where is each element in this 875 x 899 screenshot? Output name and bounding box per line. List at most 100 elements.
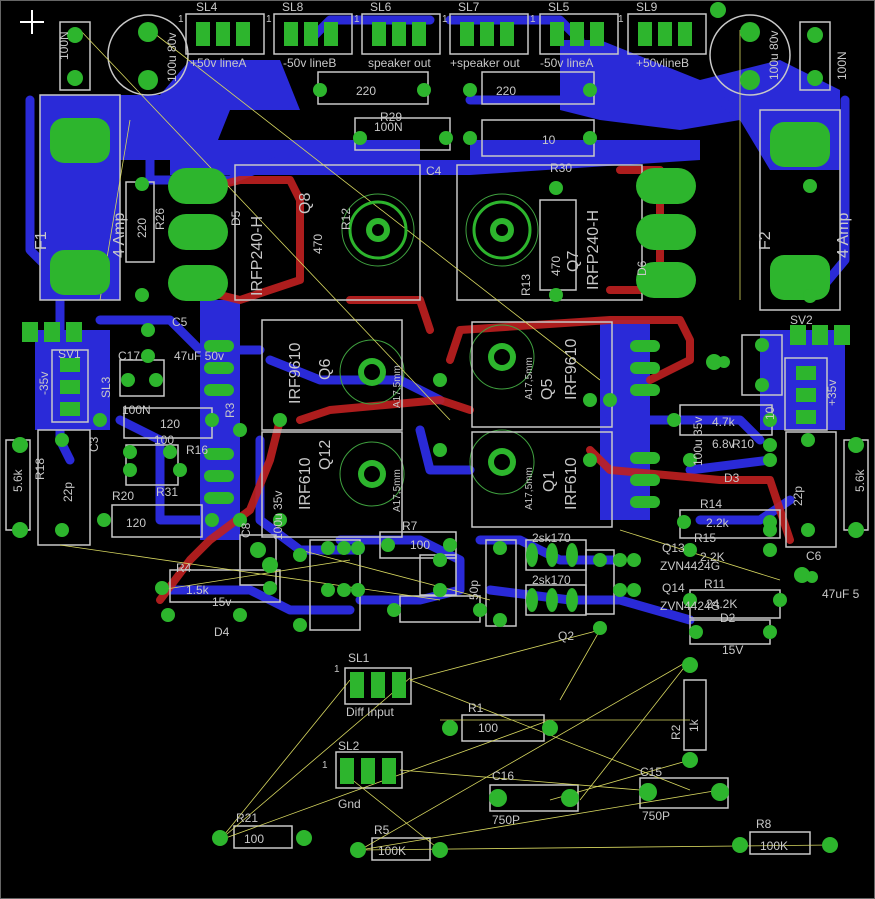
sv1-ref: SV1 (58, 347, 81, 361)
c15-ref: C15 (640, 765, 662, 779)
r5-ref: R5 (374, 823, 390, 837)
r12-ref: R12 (339, 208, 353, 230)
q1-ref: Q1 (541, 471, 558, 492)
r20-ref: R20 (112, 489, 134, 503)
r2-value: 1k (687, 718, 701, 732)
q2-part-a: 2sk170 (532, 531, 571, 545)
f2-ref: F2 (757, 231, 774, 250)
bottom-copper-layer (25, 15, 850, 625)
c6-ref: C6 (806, 549, 822, 563)
q8-part: IRFP240-H (249, 216, 266, 296)
r20-value: 120 (126, 516, 146, 530)
sl1-ref: SL1 (348, 651, 370, 665)
pin-one-markers: 1 1 1 1 1 1 1 1 (178, 14, 624, 771)
c14-value: 100u 35v (691, 417, 705, 466)
component-labels: 100N 100N 100u 80v 100u 80v 220 220 100N… (11, 31, 867, 858)
r11-ref: R11 (704, 577, 725, 591)
r18-value: 5.6k (11, 468, 25, 492)
q2-part-b: 2sk170 (532, 573, 571, 587)
q6-part: IRF9610 (287, 343, 304, 404)
c3-ref: C3 (87, 436, 101, 452)
f2-value: 4 Amp (835, 213, 852, 258)
connector-sl7[interactable]: SL7 +speaker out (450, 0, 520, 70)
r4-value: 1.5k (186, 583, 210, 597)
c5-ref: C5 (172, 315, 188, 329)
sl8-ref: SL8 (282, 0, 304, 14)
sl6-label: speaker out (368, 56, 431, 70)
r2-ref: R2 (669, 724, 683, 740)
r21-ref: R21 (236, 811, 258, 825)
c15-value: 750P (642, 809, 670, 823)
c17-value: 47uF 50v (174, 349, 224, 363)
silkscreen-outlines (5, 13, 869, 861)
c-50p: 50p (467, 580, 481, 600)
r8-ref: R8 (756, 817, 772, 831)
q5-ref: Q5 (539, 379, 556, 400)
svg-text:1: 1 (178, 14, 184, 25)
r220-right-value: 220 (496, 84, 516, 98)
d5-ref: D5 (229, 210, 243, 226)
r1-value: 100 (478, 721, 498, 735)
r26-ref: R26 (153, 208, 167, 230)
r14-value: 2.2k (706, 516, 730, 530)
q12-ref: Q12 (317, 440, 334, 470)
sv2-ref: SV2 (790, 313, 813, 327)
r13-ref: R13 (519, 274, 533, 296)
r220-left-value: 220 (356, 84, 376, 98)
sl2-label: Gnd (338, 797, 361, 811)
q7-ref: Q7 (565, 251, 582, 272)
d2-value: 15V (722, 643, 743, 657)
q1-part: IRF610 (563, 457, 580, 510)
c-left-100n-value: 100N (57, 31, 71, 60)
sl4-ref: SL4 (196, 0, 218, 14)
q14-part: ZVN4424G (660, 599, 720, 613)
connector-sl9[interactable]: SL9 +50vlineB (636, 0, 689, 70)
r120-value: 120 (160, 417, 180, 431)
heatsink-q12: A17,5mm (392, 469, 403, 512)
q13-ref: Q13 (662, 541, 685, 555)
c-right-100n-value: 100N (835, 51, 849, 80)
connector-sl4[interactable]: SL4 +50v lineA (190, 0, 246, 70)
f1-ref: F1 (33, 231, 50, 250)
r100-value: 100 (154, 433, 174, 447)
r8-value: 100K (760, 839, 788, 853)
r15-value: 2.2K (700, 550, 725, 564)
r15-ref: R15 (694, 531, 716, 545)
d4-ref: D4 (214, 625, 230, 639)
q5-part: IRF9610 (563, 339, 580, 400)
f1-value: 4 Amp (111, 213, 128, 258)
svg-text:1: 1 (334, 664, 340, 675)
r3-ref: R3 (223, 402, 237, 418)
r26-value: 220 (135, 218, 149, 238)
r4-ref: R4 (176, 561, 192, 575)
r29-ref: R29 (380, 110, 402, 124)
c9-value: 22p (791, 486, 805, 506)
left-35v-label: -35v (37, 372, 51, 395)
c3-value: 22p (61, 482, 75, 502)
c16-value: 750P (492, 813, 520, 827)
r470-b: 470 (549, 256, 563, 276)
d3-value: 6.8v (712, 437, 735, 451)
q6-ref: Q6 (317, 359, 334, 380)
c1-value: 100u 80v (165, 33, 179, 82)
q8-ref: Q8 (297, 193, 314, 214)
sl9-ref: SL9 (636, 0, 658, 14)
r11-value: 24.2K (706, 597, 737, 611)
connector-sl6[interactable]: SL6 speaker out (368, 0, 431, 70)
r10-value: 10 (542, 133, 556, 147)
r9-value: 5.6k (853, 468, 867, 492)
c4-ref: C4 (426, 164, 442, 178)
connector-sl8[interactable]: SL8 -50v lineB (282, 0, 336, 70)
connector-sl5[interactable]: SL5 -50v lineA (540, 0, 593, 70)
heatsink-outlines (339, 193, 539, 507)
r10-ref: R10 (732, 437, 754, 451)
r47-value: 4.7k (712, 415, 736, 429)
sl5-label: -50v lineA (540, 56, 593, 70)
sl6-ref: SL6 (370, 0, 392, 14)
sl1-label: Diff Input (346, 705, 394, 719)
c17-ref: C17 (118, 349, 140, 363)
r7-ref: R7 (402, 519, 418, 533)
top-copper-layer (156, 166, 794, 604)
sl7-ref: SL7 (458, 0, 480, 14)
